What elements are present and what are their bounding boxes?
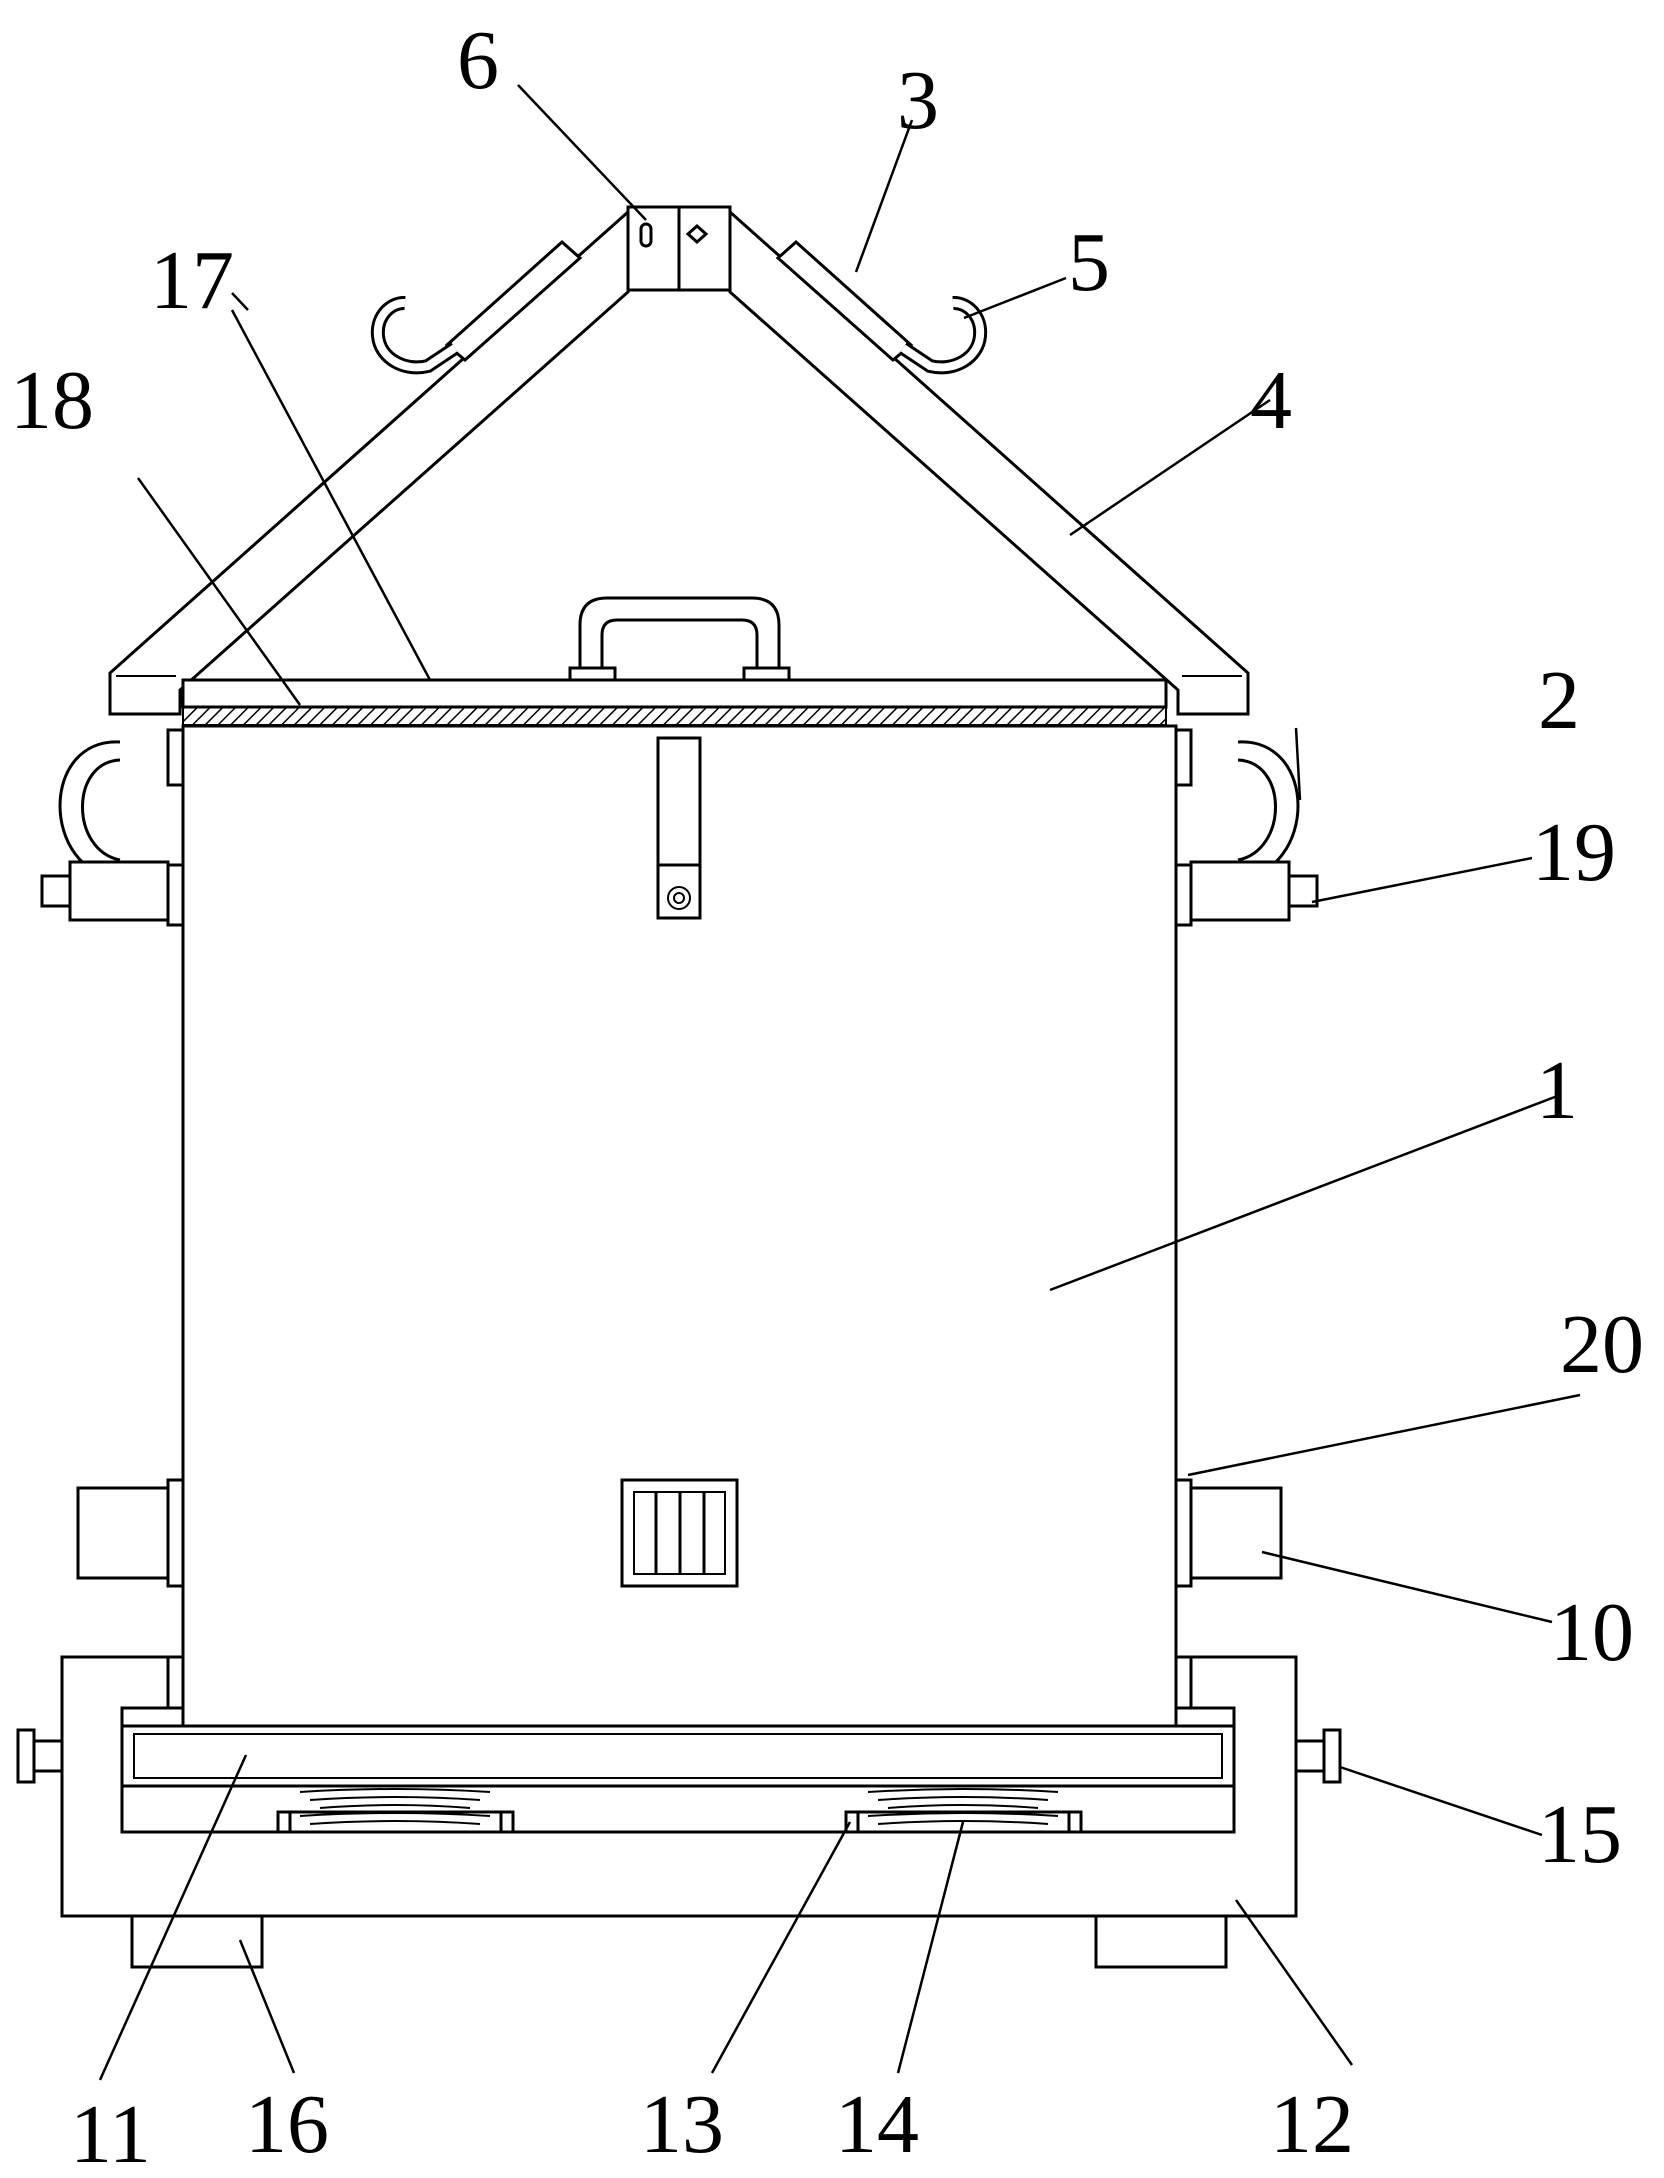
right-slot <box>775 239 914 362</box>
reference-labels: 6 3 5 17 18 4 2 19 1 20 10 15 11 16 13 1… <box>10 14 1644 2178</box>
label-15: 15 <box>1538 1788 1622 1881</box>
right-hook <box>899 296 988 375</box>
label-20: 20 <box>1560 1298 1644 1391</box>
left-slot <box>444 239 583 362</box>
left-bolt <box>16 1728 64 1784</box>
right-spring-set <box>844 1788 1083 1834</box>
left-foot <box>130 1914 264 1969</box>
top-clamp <box>626 205 732 292</box>
vent-window <box>620 1478 739 1588</box>
label-4: 4 <box>1250 354 1292 447</box>
lid <box>181 678 1168 726</box>
latch <box>656 736 702 920</box>
label-3: 3 <box>897 54 939 147</box>
right-bolt <box>1294 1728 1342 1784</box>
label-16: 16 <box>245 2078 329 2171</box>
hanging-frame <box>108 208 1250 716</box>
leader-lines <box>98 84 1581 2081</box>
label-11: 11 <box>70 2088 151 2178</box>
left-side-block <box>76 1478 185 1588</box>
label-2: 2 <box>1538 654 1580 747</box>
label-17: 17 <box>150 234 234 327</box>
left-spring-set <box>276 1788 515 1834</box>
base-tray <box>120 1724 1236 1788</box>
label-14: 14 <box>835 2078 919 2171</box>
label-5: 5 <box>1068 216 1110 309</box>
label-10: 10 <box>1550 1586 1634 1679</box>
label-12: 12 <box>1270 2078 1354 2171</box>
label-18: 18 <box>10 354 94 447</box>
base-frame <box>60 1655 1298 1918</box>
label-19: 19 <box>1532 806 1616 899</box>
right-foot <box>1094 1914 1228 1969</box>
right-ring-assembly <box>1174 728 1319 927</box>
lid-handle <box>568 596 791 682</box>
left-ring-assembly <box>40 728 185 927</box>
left-hook <box>370 296 459 375</box>
label-1: 1 <box>1536 1044 1578 1137</box>
right-side-block <box>1174 1478 1283 1588</box>
label-6: 6 <box>457 14 499 107</box>
label-13: 13 <box>640 2078 724 2171</box>
